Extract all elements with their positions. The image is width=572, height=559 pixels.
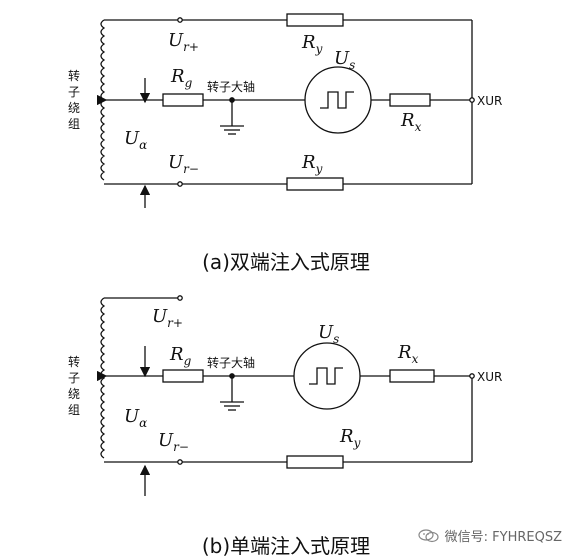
label-ry-top-a: Ry: [301, 32, 323, 56]
resistor-ry-bottom-a: [286, 177, 344, 191]
label-us-b: Us: [318, 322, 339, 346]
resistor-ry-b: [286, 455, 344, 469]
terminal-xur-a: [469, 97, 475, 103]
labels-b: 转 子 绕 组 Ur+ Us Rg Rx 转子大轴 XUR Uα Ur− Ry: [68, 306, 502, 454]
diagram-a: [96, 13, 475, 208]
label-ur-minus-a: Ur−: [168, 152, 199, 176]
terminal-ur-minus-a: [177, 181, 183, 187]
terminal-ur-minus-b: [177, 459, 183, 465]
terminal-ur-plus-b: [177, 295, 183, 301]
resistor-rx-b: [389, 369, 435, 383]
label-rx-b: Rx: [397, 342, 419, 366]
labels-a: 转 子 绕 组 Ur+ Ry Us Rg 转子大轴 Rx XUR Uα Ur− …: [68, 30, 502, 176]
caption-b: (b)单端注入式原理: [201, 534, 371, 558]
label-u-alpha-b: Uα: [124, 406, 147, 430]
terminal-xur-b: [469, 373, 475, 379]
label-u-alpha-a: Uα: [124, 128, 147, 152]
label-ry-b: Ry: [339, 426, 361, 450]
resistor-rx-a: [389, 93, 431, 107]
label-ry-bottom-a: Ry: [301, 152, 323, 176]
square-wave-a: [320, 91, 354, 109]
label-us-a: Us: [334, 48, 355, 72]
rotor-winding-b: [100, 297, 106, 459]
resistor-rg-a: [162, 93, 204, 107]
resistor-ry-top-a: [286, 13, 344, 27]
caption-a: (a)双端注入式原理: [202, 250, 370, 274]
label-ur-plus-b: Ur+: [152, 306, 183, 330]
label-rg-a: Rg: [170, 66, 193, 90]
winding-label-b: 转 子 绕 组: [68, 354, 84, 417]
terminal-ur-plus-a: [177, 17, 183, 23]
label-rg-b: Rg: [169, 344, 192, 368]
resistor-rg-b: [162, 369, 204, 383]
rotor-winding-a: [100, 19, 106, 181]
label-rx-a: Rx: [400, 110, 422, 134]
label-shaft-b: 转子大轴: [207, 355, 255, 370]
label-ur-plus-a: Ur+: [168, 30, 199, 54]
diagram-b: [96, 295, 475, 496]
label-xur-a: XUR: [477, 94, 502, 108]
label-xur-b: XUR: [477, 370, 502, 384]
watermark: 微信号: FYHREQSZ: [418, 526, 562, 545]
wechat-icon: [418, 528, 439, 542]
square-wave-b: [309, 367, 343, 385]
winding-label-a: 转 子 绕 组: [68, 68, 84, 131]
watermark-text: 微信号: FYHREQSZ: [444, 530, 562, 545]
label-shaft-a: 转子大轴: [207, 79, 255, 94]
label-ur-minus-b: Ur−: [158, 430, 189, 454]
